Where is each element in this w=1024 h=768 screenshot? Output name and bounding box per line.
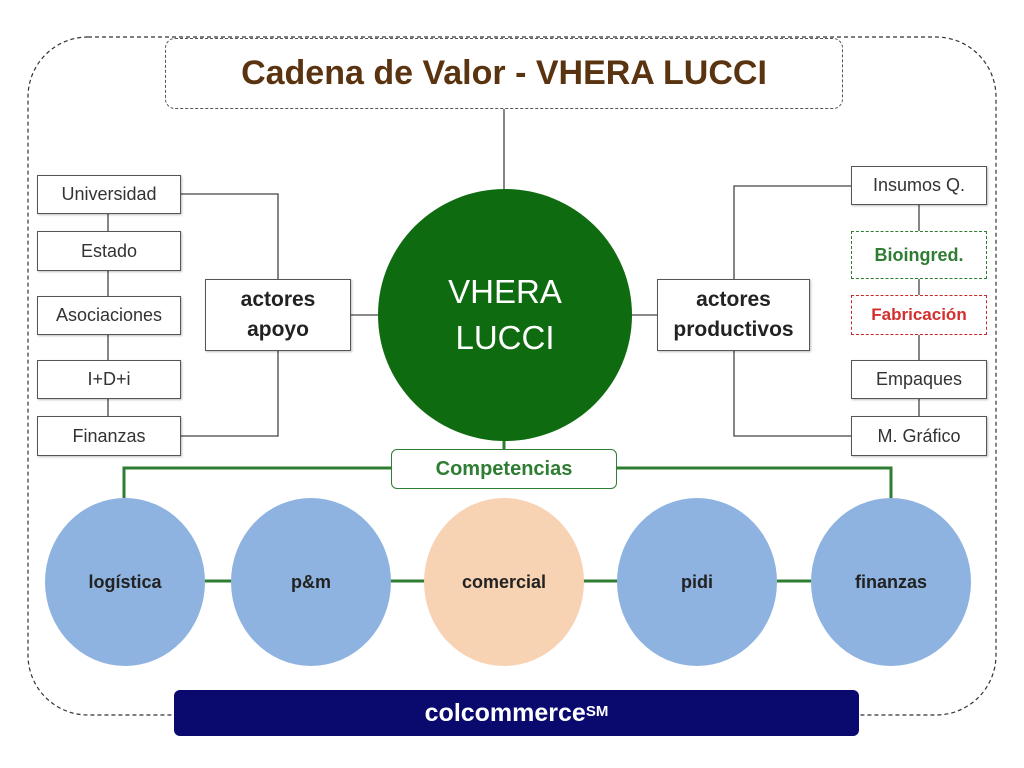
support-actors-hub: actores apoyo <box>205 279 351 351</box>
support-actor-finanzas: Finanzas <box>37 416 181 456</box>
support-actor-asociaciones: Asociaciones <box>37 296 181 335</box>
center-company-node: VHERA LUCCI <box>378 189 632 441</box>
productive-actor-fabricacion: Fabricación <box>851 295 987 335</box>
support-hub-line2: apoyo <box>247 318 309 341</box>
service-mark: SM <box>585 702 609 720</box>
productive-actor-insumos: Insumos Q. <box>851 166 987 205</box>
page-title: Cadena de Valor - VHERA LUCCI <box>165 38 843 109</box>
productive-hub-line1: actores <box>696 287 771 311</box>
center-line1: VHERA <box>448 272 562 310</box>
support-actor-universidad: Universidad <box>37 175 181 214</box>
productive-actor-mgrafico: M. Gráfico <box>851 416 987 456</box>
productive-hub-line2: productivos <box>673 318 794 341</box>
support-actor-idi: I+D+i <box>37 360 181 399</box>
support-actor-estado: Estado <box>37 231 181 271</box>
competency-pm: p&m <box>231 498 391 666</box>
productive-actor-bioingred: Bioingred. <box>851 231 987 279</box>
brand-name: colcommerce <box>424 698 586 727</box>
productive-actors-hub: actores productivos <box>657 279 810 351</box>
competency-logistica: logística <box>45 498 205 666</box>
support-hub-line1: actores <box>240 287 316 311</box>
competency-finanzas: finanzas <box>811 498 971 666</box>
competency-comercial: comercial <box>424 498 584 666</box>
productive-actor-empaques: Empaques <box>851 360 987 399</box>
center-line2: LUCCI <box>455 319 555 356</box>
competencias-label: Competencias <box>391 449 617 489</box>
competency-pidi: pidi <box>617 498 777 666</box>
